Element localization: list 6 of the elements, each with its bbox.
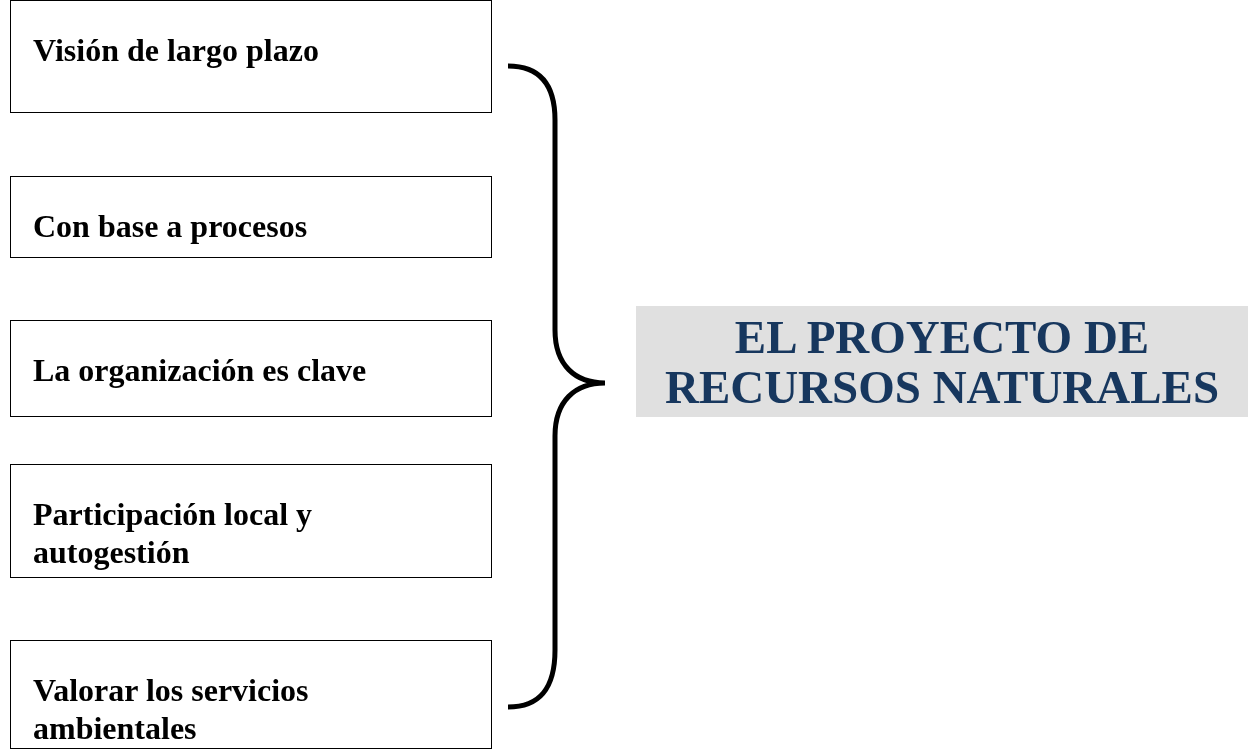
text-box: Con base a procesos [10,176,492,258]
text-box: La organización es clave [10,320,492,417]
title-box: EL PROYECTO DE RECURSOS NATURALES [636,306,1248,417]
text-box: Participación local y autogestión [10,464,492,578]
text-box: Valorar los servicios ambientales [10,640,492,749]
text-box: Visión de largo plazo [10,0,492,113]
